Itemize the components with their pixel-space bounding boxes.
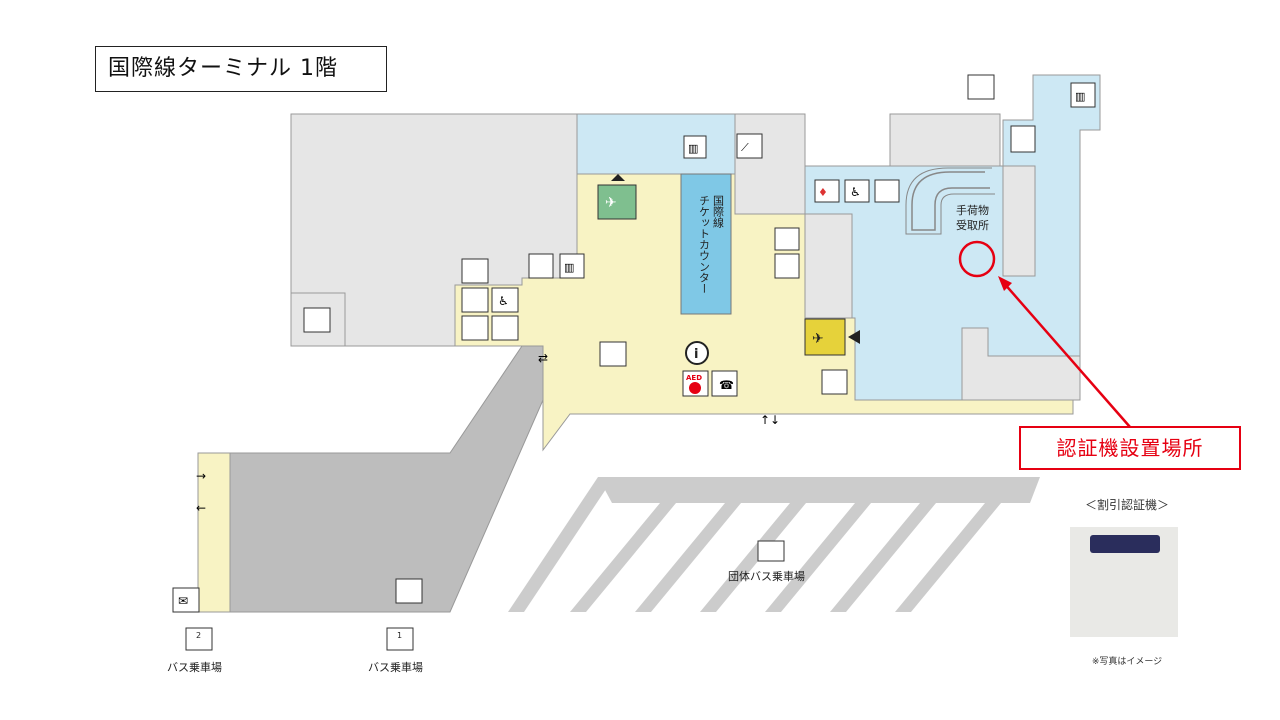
lower-walkway [229,345,544,613]
telephone-icon: ☎ [711,370,738,397]
upper-building [734,113,806,215]
restroom-icon: ♦ [814,179,840,203]
bus-parking-stripes [508,477,1040,612]
nursing-room-icon [874,179,900,203]
svg-text:▥: ▥ [564,261,574,274]
discount-machine-image [1070,527,1178,637]
cloak-icon [461,258,489,284]
currency-icon [821,369,848,395]
svg-text:✉: ✉ [178,594,188,608]
bus-icon [757,540,785,562]
counter-label-2: チケットカウンター [698,195,711,294]
arrival-gray-2 [804,213,853,319]
baggage-claim-label-2: 受取所 [956,219,989,232]
svg-text:2: 2 [196,631,201,640]
main-lobby [454,173,1074,452]
svg-text:▥: ▥ [1075,90,1085,103]
svg-text:1: 1 [397,631,402,640]
entrance-arrows-icon: →← [196,469,206,515]
page-title: 国際線ターミナル 1階 [95,46,387,92]
svg-text:i: i [694,347,698,362]
police-icon [303,307,331,333]
mail-icon: ✉ [172,587,200,613]
accessible-icon: ♿ [844,179,870,203]
arrival-gray-4 [961,327,1081,401]
svg-text:←: ← [196,501,206,515]
svg-text:⇄: ⇄ [538,351,548,365]
elevator-icon: ▥ [559,253,585,279]
svg-text:↑↓: ↑↓ [760,413,780,427]
escalator-icon [967,74,995,100]
svg-text:♿: ♿ [498,294,509,308]
accessible-icon: ♿ [491,287,519,313]
lower-sidewalk [197,452,231,613]
group-bus-label: 団体バス乗車場 [728,569,805,583]
conveyor-belt [911,171,990,231]
bus-icon: 1 [386,627,414,651]
baggage-storage-icon [774,253,800,279]
aed-icon: AED [682,370,709,397]
arrival-icon: ✈ [804,318,846,356]
bus-stop-2-label: バス乗車場 [167,660,222,674]
restroom-icon [491,315,519,341]
departure-icon: ✈ [597,184,637,220]
svg-text:♦: ♦ [818,186,828,199]
water-fountain-icon [528,253,554,279]
svg-text:♿: ♿ [850,185,861,199]
arrival-gray-1 [889,113,1001,167]
svg-text:▥: ▥ [688,142,698,155]
machine-location-marker [958,240,996,278]
svg-text:☎: ☎ [719,378,734,392]
ticket-counter [680,173,732,315]
svg-text:AED: AED [686,374,702,382]
counter-label-1: 国際線 [712,195,725,228]
bus-icon: 2 [185,627,213,651]
svg-text:→: → [196,469,206,483]
svg-text:✈: ✈ [812,331,824,347]
nursing-room-icon [461,287,489,313]
lounge-icon [774,227,800,251]
svg-text:✈: ✈ [605,195,617,211]
bus-stop-1-label: バス乗車場 [368,660,423,674]
machine-location-callout: 認証機設置場所 [1019,426,1241,470]
machine-title: ＜割引認証機＞ [1084,498,1169,512]
callout-arrow [1002,281,1131,428]
elevator-icon: ▥ [683,135,707,159]
svg-text:⟋: ⟋ [741,141,749,154]
machine-note: ※写真はイメージ [1091,657,1163,667]
escalator-icon: ⟋ [736,133,763,159]
baggage-claim-label-1: 手荷物 [956,203,989,217]
arrival-gray-3 [1002,165,1036,277]
departure-hall [576,113,736,175]
information-icon: i [685,341,709,365]
entrance-arrows-icon: ↑↓ [760,413,780,427]
elevator-icon: ▥ [1070,82,1096,108]
smoking-icon [395,578,423,604]
nursing-room-icon [461,315,489,341]
entrance-arrows-icon: ⇄ [538,351,548,365]
escalator-icon [599,341,627,367]
restroom-icon [1010,125,1036,153]
arrival-hall [804,74,1101,401]
